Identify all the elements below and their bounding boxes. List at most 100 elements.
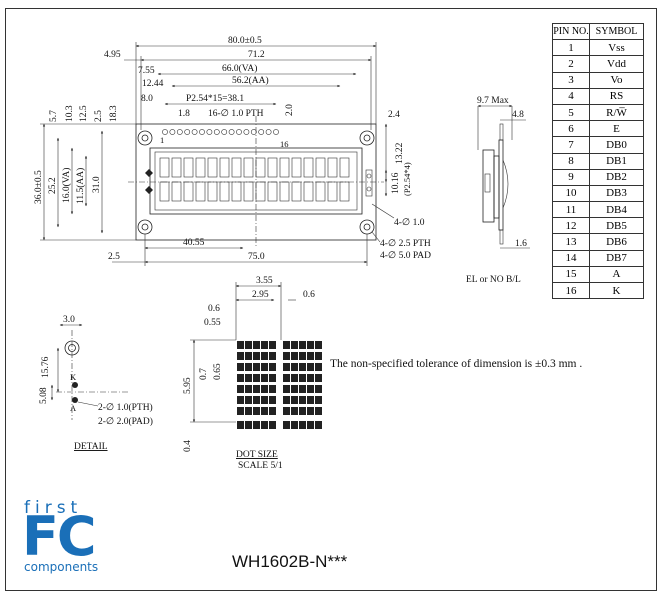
char-cell [243,181,254,202]
dim-10-3: 10.3 [65,105,75,122]
dot [245,421,252,429]
mount-hole-tr [359,130,375,146]
dot [245,363,252,371]
dot-caption-1: DOT SIZE [236,450,278,460]
pin-symbol: A [589,265,644,284]
dim-4-pth: 4-∅ 2.5 PTH [380,238,431,249]
detail-caption: DETAIL [74,442,108,452]
dim-12-44: 12.44 [142,79,164,89]
dot [291,363,298,371]
dot [315,341,322,349]
dot [261,407,268,415]
dot [307,385,314,393]
pin-table-header-no: PIN NO. [552,22,590,41]
pin-symbol: Vss [589,39,644,57]
pin-pad [169,129,176,135]
dot [253,352,260,360]
detail-note-pth: 2-∅ 1.0(PTH) [98,402,153,413]
dot [261,396,268,404]
front-view: 1 16 80.0±0.5 71.2 66.0(VA) 56.2(AA) 4.9… [34,36,431,266]
dot-dim-0-55: 0.55 [204,318,221,328]
dot [315,363,322,371]
pin-number: 12 [552,217,590,235]
pin-symbol: DB3 [589,184,644,203]
dot [283,396,290,404]
pin-number: 13 [552,233,590,251]
dim-75: 75.0 [248,252,265,262]
dim-4-8: 4.8 [512,110,524,120]
pin-pad [199,129,205,135]
dot [245,407,252,415]
pin-symbol: DB0 [589,136,644,154]
dot-size-view: 3.55 2.95 0.6 0.6 0.55 5.95 0.7 0.65 0.4… [183,276,322,471]
pin-symbol: DB5 [589,217,644,235]
pin-label-1: 1 [160,135,164,145]
pin-pad [265,129,272,135]
dot [307,341,314,349]
dim-2-4: 2.4 [388,110,400,120]
dot [245,352,252,360]
pin-number: 1 [552,39,590,57]
char-cell [303,181,314,202]
dim-2-5-bottom: 2.5 [108,252,120,262]
char-cell [315,181,326,202]
dot [237,385,244,393]
dim-4-hole-1: 4-∅ 1.0 [394,217,425,228]
pin-table-header-symbol: SYMBOL [589,22,644,41]
dot-dim-2-95: 2.95 [252,290,269,300]
pin-number: 3 [552,71,590,89]
detail-note-pad: 2-∅ 2.0(PAD) [98,416,153,427]
char-cell [195,181,206,202]
dot [261,352,268,360]
drawing-frame [5,8,657,591]
dim-4-95: 4.95 [104,50,121,60]
dot [245,396,252,404]
pin-pad [221,129,228,135]
dot [307,352,314,360]
pin-number: 5 [552,103,590,122]
char-cell [231,157,242,178]
dot [261,385,268,393]
dim-25-2: 25.2 [48,177,58,194]
dot [299,385,306,393]
pin-pad [228,129,235,135]
pin-number: 11 [552,201,590,219]
char-cell [339,157,350,178]
pin-pad [184,129,191,135]
char-cell [183,157,194,178]
dot [299,341,306,349]
dim-8-0: 8.0 [141,94,153,104]
dot [261,363,268,371]
char-cell [339,181,350,202]
char-cell [171,157,182,178]
side-caption: EL or NO B/L [466,275,521,285]
mount-hole-br [359,219,375,235]
dot-dim-0-4: 0.4 [183,440,193,452]
pin-symbol: RS [589,87,644,105]
dim-2-0: 2.0 [285,104,295,116]
pin-pad [258,129,265,135]
dim-pin-holes: 16-∅ 1.0 PTH [208,108,264,119]
character-cells [159,157,350,202]
char-cell [279,157,290,178]
char-cell [327,157,338,178]
dim-31: 31.0 [92,176,102,193]
dot [283,374,290,382]
pin-symbol: DB7 [589,249,644,267]
pin-number: 10 [552,184,590,203]
pin-pad [162,129,168,135]
dot-caption-2: SCALE 5/1 [238,461,283,471]
pin-number: 9 [552,168,590,186]
dot [283,421,290,429]
dot-matrix [237,341,322,429]
dot [269,363,276,371]
dot [237,363,244,371]
char-cell [291,157,302,178]
dot-dim-0-65: 0.65 [213,363,223,380]
detail-view: 3.0 K A 15.76 5.08 2-∅ 1.0(PTH) 2-∅ 2.0(… [39,315,153,452]
pin-pad [243,129,250,135]
dot [315,385,322,393]
pin-symbol: K [589,281,644,300]
